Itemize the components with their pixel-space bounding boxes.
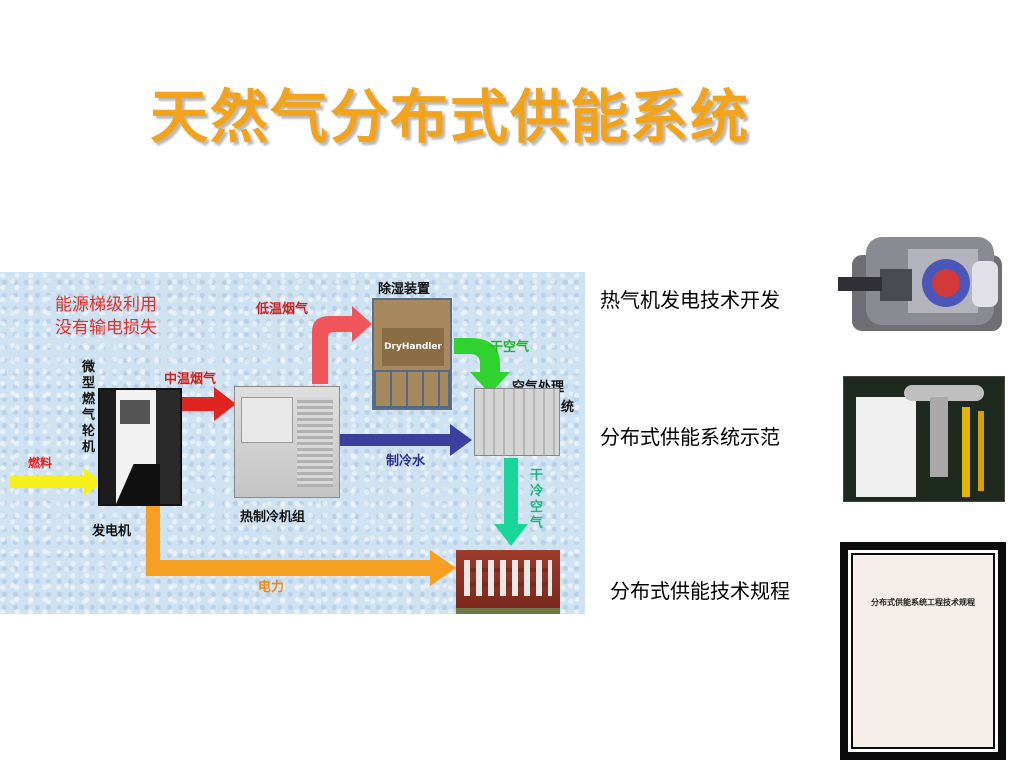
generator-label: 发电机 bbox=[92, 524, 132, 539]
fuel-arrow bbox=[10, 468, 102, 496]
mid-temp-flue-label: 中温烟气 bbox=[164, 372, 217, 387]
power-arrow bbox=[146, 506, 456, 586]
stirling-engine-image bbox=[838, 237, 1002, 331]
chiller-label: 热制冷机组 bbox=[240, 510, 306, 525]
low-temp-flue-arrow bbox=[312, 306, 372, 384]
dry-air-label: 干空气 bbox=[490, 340, 530, 355]
turbine-label: 微型燃气轮机 bbox=[82, 360, 96, 455]
air-handling-unit-image bbox=[474, 388, 560, 456]
power-label: 电力 bbox=[258, 580, 285, 595]
dry-cold-air-arrow bbox=[494, 458, 528, 546]
benefit-line: 能源梯级利用 bbox=[55, 295, 157, 315]
dry-air-arrow bbox=[454, 338, 510, 394]
chiller-image bbox=[234, 386, 340, 498]
tech-item-2: 分布式供能系统示范 bbox=[600, 425, 780, 449]
chilled-water-label: 制冷水 bbox=[386, 454, 426, 469]
tech-item-3: 分布式供能技术规程 bbox=[610, 579, 790, 603]
low-temp-flue-label: 低温烟气 bbox=[256, 302, 309, 317]
mid-temp-flue-arrow bbox=[176, 387, 236, 421]
document-title: 分布式供能系统工程技术规程 bbox=[871, 597, 975, 607]
dehumidifier-image: DryHandler bbox=[372, 298, 452, 410]
dehumidifier-label: 除湿装置 bbox=[378, 282, 431, 297]
benefit-text: 能源梯级利用 没有输电损失 bbox=[55, 294, 157, 340]
fuel-label: 燃料 bbox=[28, 456, 53, 470]
chilled-water-arrow bbox=[340, 424, 472, 456]
benefit-line: 没有输电损失 bbox=[55, 318, 157, 338]
demo-system-photo bbox=[843, 376, 1005, 502]
dehumidifier-brand: DryHandler bbox=[382, 328, 444, 366]
flow-arrows bbox=[10, 306, 528, 586]
micro-turbine-image bbox=[98, 388, 182, 506]
technical-regulation-document: 分布式供能系统工程技术规程 bbox=[840, 542, 1006, 760]
dry-cold-air-label: 干冷空气 bbox=[530, 468, 544, 531]
page-title: 天然气分布式供能系统 bbox=[150, 83, 751, 151]
building-image bbox=[456, 550, 560, 614]
tech-item-1: 热气机发电技术开发 bbox=[600, 288, 780, 312]
energy-system-diagram: 能源梯级利用 没有输电损失 微型燃气轮机 燃料 发电机 中温烟气 热制冷机组 低… bbox=[0, 272, 585, 614]
